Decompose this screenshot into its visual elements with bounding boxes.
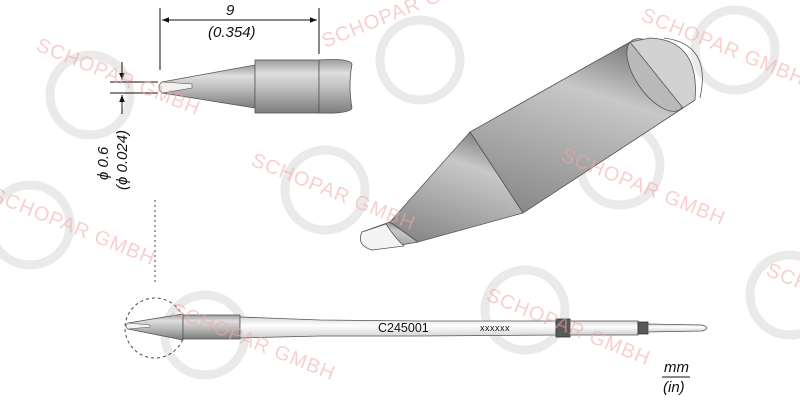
diameter-in-label: (ϕ 0.024) [114,130,131,190]
length-in-label: (0.354) [208,24,256,41]
watermark-text: SCHOPAR GMBH [248,149,418,235]
diameter-mm-label: ϕ 0.6 [95,146,112,180]
length-dimension: 9 (0.354) [159,2,320,70]
length-mm-label: 9 [226,2,235,19]
tip-side-view [158,59,353,114]
tip-perspective-view [359,37,703,251]
model-number-label: C245001 [378,321,429,335]
watermark-text: SCHOPAR GMBH [0,184,159,270]
unit-legend: mm (in) [662,359,690,396]
unit-in-label: (in) [663,379,685,396]
watermark-rings [0,5,800,380]
full-tip-view: C245001 xxxxxx [125,313,708,341]
code-label: xxxxxx [480,323,510,333]
diameter-dimension: ϕ 0.6 (ϕ 0.024) [95,62,158,190]
unit-mm-label: mm [664,359,689,376]
